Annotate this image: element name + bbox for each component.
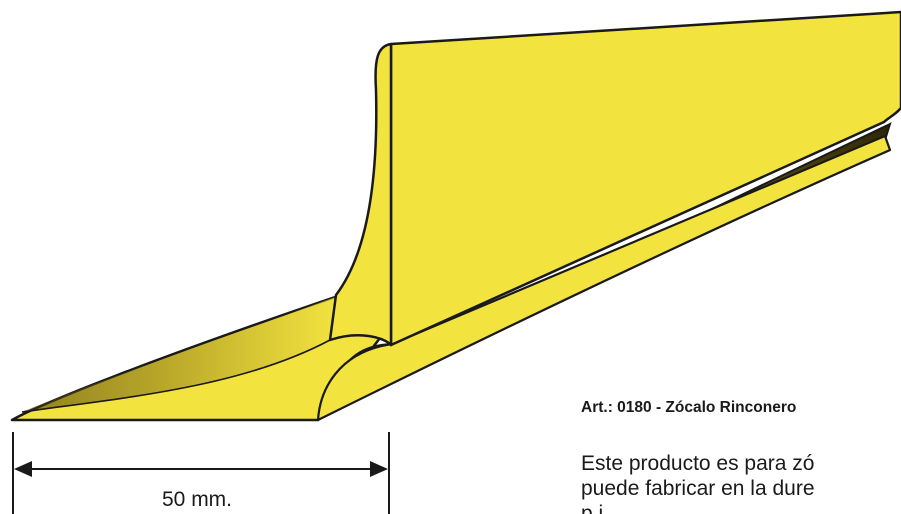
description-line: Este producto es para zó (581, 452, 815, 475)
dimension-label: 50 mm. (162, 488, 233, 511)
base-cove-shade (22, 296, 338, 412)
dimension-arrow-left (14, 461, 32, 477)
dimension-arrow-right (370, 461, 388, 477)
bottom-lip (316, 134, 892, 422)
description-line: puede fabricar en la dure (581, 477, 815, 500)
product-title: Art.: 0180 - Zócalo Rinconero (581, 399, 797, 416)
product-description: Este producto es para zó puede fabricar … (581, 451, 901, 514)
wall-edge-curve (328, 42, 393, 347)
description-line: p i (581, 502, 604, 514)
